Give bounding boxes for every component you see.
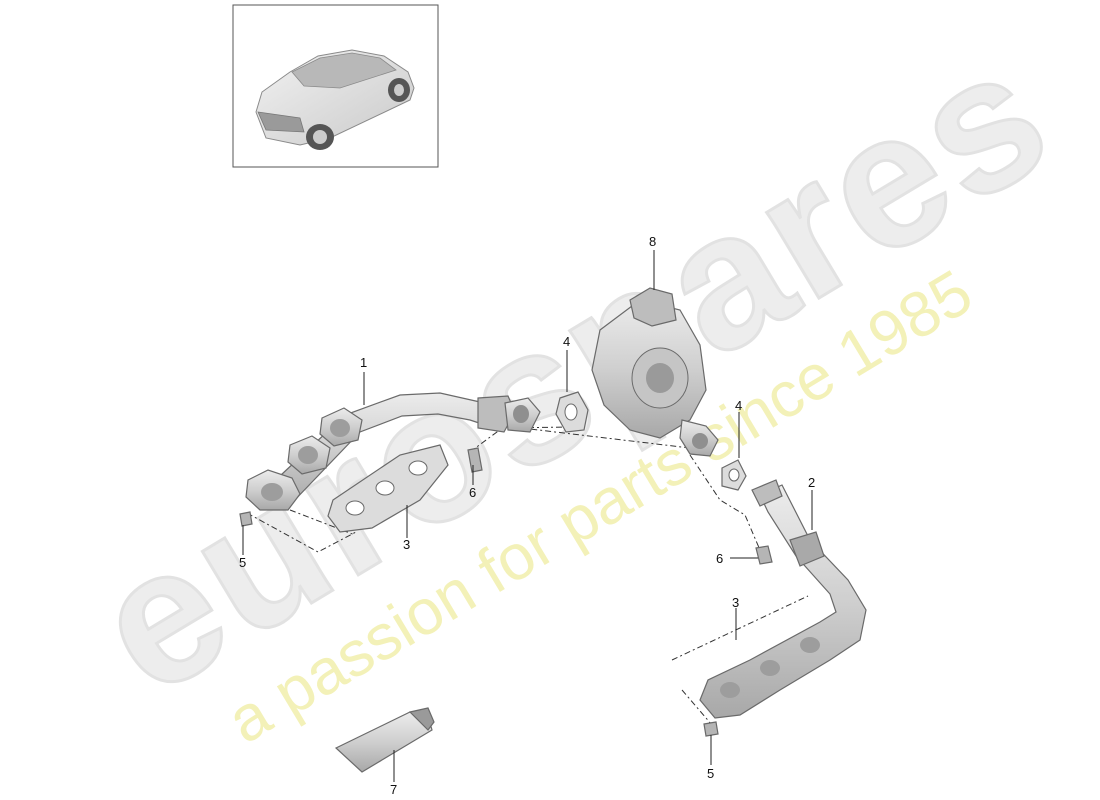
callout-5-right: 5 <box>707 766 714 781</box>
callout-4-lower: 4 <box>735 398 742 413</box>
gasket-left <box>327 444 449 533</box>
callout-1: 1 <box>360 355 367 370</box>
watermark: eurospares a passion for parts since 198… <box>60 4 1085 757</box>
callout-5-left: 5 <box>239 555 246 570</box>
callout-2: 2 <box>808 475 815 490</box>
turbocharger <box>591 287 719 457</box>
callouts: 8 1 4 4 2 6 3 5 6 3 5 7 <box>239 234 815 797</box>
callout-3-right: 3 <box>732 595 739 610</box>
watermark-brand: eurospares <box>62 5 1084 735</box>
callout-7: 8 <box>649 234 656 249</box>
exhaust-manifold-left <box>245 392 541 511</box>
callout-3-left: 3 <box>403 537 410 552</box>
callout-6-left: 6 <box>469 485 476 500</box>
flange-gasket-lower <box>721 459 747 491</box>
exhaust-manifold-right <box>699 479 867 719</box>
callout-6-right: 6 <box>716 551 723 566</box>
bolts <box>239 447 773 737</box>
sealant-tube <box>334 707 435 773</box>
vehicle-thumbnail <box>232 4 439 168</box>
flange-gasket-upper <box>555 391 589 433</box>
callout-4-upper: 4 <box>563 334 570 349</box>
car-illustration <box>255 49 415 150</box>
callout-8: 7 <box>390 782 397 797</box>
leader-lines <box>242 250 813 782</box>
